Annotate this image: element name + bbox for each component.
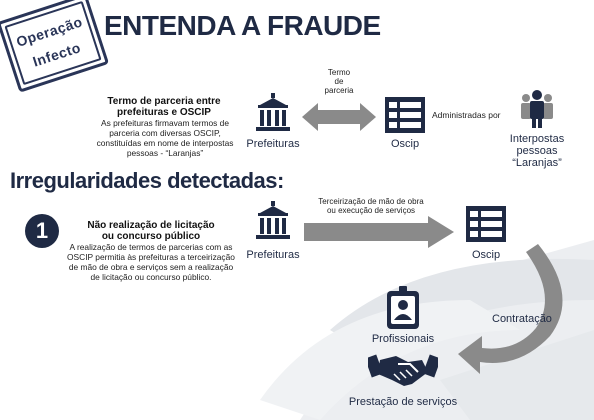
interpostas-line-2: pessoas (516, 145, 558, 157)
terceirizacao-arrow (304, 216, 454, 248)
section2-body: A realização de termos de parcerias com … (60, 242, 242, 282)
terceirizacao-line-1: Terceirização de mão de obra (318, 197, 424, 206)
contratacao-curved-arrow (458, 244, 563, 374)
section1-oscip-label: Oscip (390, 138, 420, 150)
section2-heading-line-1: Não realização de licitação (87, 220, 215, 231)
administradas-label: Administradas por (432, 110, 501, 120)
interpostas-line-3: “Laranjas” (512, 157, 562, 169)
termo-label-2: de (334, 77, 344, 86)
section2-heading: Não realização de licitação ou concurso … (78, 220, 224, 242)
interpostas-line-1: Interpostas (509, 133, 565, 145)
section2-body-line-3: de mão de obra e serviços sem a realizaç… (68, 262, 234, 272)
people-group-icon (521, 90, 553, 128)
section2-body-line-1: A realização de termos de parcerias com … (69, 242, 233, 252)
terceirizacao-line-2: ou execução de serviços (326, 206, 416, 215)
prefeituras-building-icon-2 (256, 201, 290, 239)
prestacao-label: Prestação de serviços (348, 396, 458, 408)
termo-label-3: parceria (324, 86, 354, 95)
item-number-badge: 1 (25, 214, 59, 248)
section2-body-line-2: OSCIP permitia às prefeituras a terceiri… (67, 252, 235, 262)
section1-prefeituras-label: Prefeituras (246, 138, 300, 150)
section2-oscip-label: Oscip (471, 249, 501, 261)
termo-label-1: Termo (327, 68, 351, 77)
section1-body: As prefeituras firmavam termos de parcer… (96, 118, 234, 158)
oscip-building-icon-2 (466, 206, 506, 242)
termo-parceria-label: Termo de parceria (318, 68, 360, 95)
handshake-icon (368, 354, 438, 386)
profissionais-label: Profissionais (371, 333, 435, 345)
prefeituras-building-icon (256, 93, 290, 131)
irregularidades-title: Irregularidades detectadas: (10, 168, 284, 193)
section2-prefeituras-label: Prefeituras (246, 249, 300, 261)
section1-heading: Termo de parceria entre prefeituras e OS… (107, 96, 221, 118)
interpostas-label: Interpostas pessoas “Laranjas” (505, 133, 569, 169)
page-title: ENTENDA A FRAUDE (104, 10, 381, 41)
id-badge-icon (387, 286, 419, 329)
contratacao-label: Contratação (492, 313, 552, 325)
termo-parceria-double-arrow (302, 103, 376, 131)
oscip-building-icon (385, 97, 425, 133)
section2-heading-line-2: ou concurso público (101, 231, 201, 242)
terceirizacao-label: Terceirização de mão de obra ou execução… (306, 197, 436, 215)
section2-body-line-4: de licitação ou concurso público. (90, 272, 212, 282)
